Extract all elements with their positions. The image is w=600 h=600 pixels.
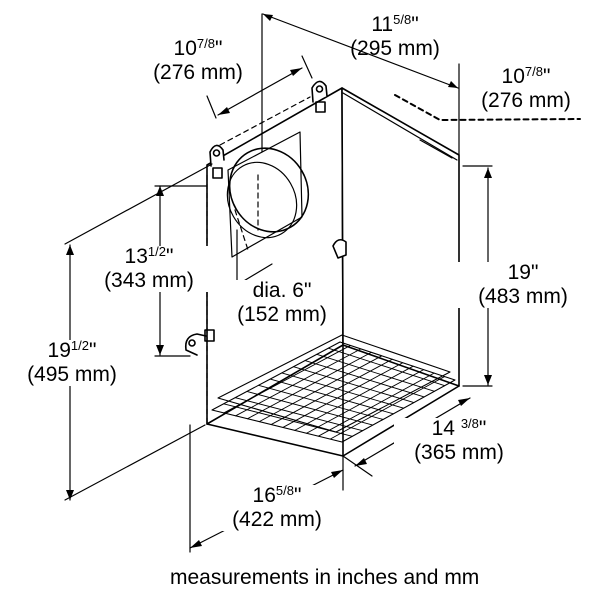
dim-top-left-ext-1 <box>217 67 303 116</box>
grid-wire <box>329 376 445 440</box>
dim-left-total-ext-1 <box>64 163 213 245</box>
dim-top-right-depth-imperial: 107/8" <box>501 64 551 88</box>
grid-wire <box>258 355 383 423</box>
tab-top-middle-hole <box>315 85 324 93</box>
dim-top-left-depth-metric: (276 mm) <box>153 61 243 84</box>
grid-wire <box>269 378 394 415</box>
arrow-13 <box>458 398 470 406</box>
arrow-11 <box>218 107 230 115</box>
side-fold <box>419 139 453 159</box>
dim-label-top-width: 115/8" (295 mm) <box>330 12 460 60</box>
grid-wire <box>304 360 425 398</box>
dim-bottom-right-depth-imperial: 14 3/8" <box>431 416 487 440</box>
dim-top-right-depth-metric: (276 mm) <box>481 89 571 112</box>
tab-left-middle-hole <box>188 339 196 347</box>
dim-right-height-metric: (483 mm) <box>478 285 568 308</box>
arrow-5 <box>156 186 164 196</box>
hidden-duct-line-2 <box>234 209 249 251</box>
dim-left-total-height-imperial: 191/2" <box>47 338 97 362</box>
tab-slot-3 <box>204 329 215 342</box>
grid-wire <box>282 362 404 428</box>
grid-wire <box>235 348 362 417</box>
hidden-right-top <box>394 94 581 121</box>
dim-left-total-ext-2 <box>64 424 206 501</box>
dim-bottom-width-metric: (422 mm) <box>232 508 322 531</box>
dim-top-left-ext-2 <box>206 95 217 119</box>
dim-right-height-imperial: 19" <box>507 261 539 284</box>
tab-slot-1 <box>212 167 223 179</box>
dim-top-width-imperial: 115/8" <box>371 12 419 36</box>
grid-wire <box>246 391 374 426</box>
dim-bottom-right-ext <box>342 455 373 477</box>
grid-wire <box>306 369 425 434</box>
dim-label-left-inner-height: 131/2" (343 mm) <box>84 244 214 292</box>
duct-collar-back <box>226 161 298 239</box>
arrow-9 <box>190 540 202 548</box>
dim-bottom-right-depth-metric: (365 mm) <box>414 441 504 464</box>
dim-top-left-depth-imperial: 107/8" <box>173 36 223 60</box>
dim-top-left-ext-3 <box>301 55 313 79</box>
grid-wire <box>293 366 415 403</box>
wire-grid <box>211 334 456 443</box>
arrow-10 <box>331 470 343 478</box>
arrow-12 <box>290 68 302 76</box>
grid-wire <box>234 397 363 432</box>
top-lip <box>342 92 458 161</box>
grid-wire <box>258 384 384 420</box>
duct-flange <box>227 131 303 258</box>
dim-left-inner-height-metric: (343 mm) <box>104 269 194 292</box>
dim-label-bottom-width: 165/8" (422 mm) <box>212 483 342 531</box>
tab-slot-2 <box>315 101 326 113</box>
grid-wire <box>247 351 372 420</box>
grid-wire <box>327 347 446 387</box>
grid-wire <box>223 403 353 437</box>
dim-duct-diameter-imperial: dia. 6" <box>252 279 312 302</box>
grid-wire <box>316 353 435 392</box>
arrow-1 <box>263 14 273 21</box>
arrow-3 <box>484 168 492 178</box>
side-bracket <box>332 238 347 259</box>
arrow-4 <box>484 375 492 385</box>
grid-wire <box>317 372 435 437</box>
back-panel <box>206 87 344 425</box>
grid-wire <box>270 358 393 425</box>
dim-label-right-height: 19" (483 mm) <box>458 262 588 308</box>
arrow-6 <box>156 345 164 355</box>
dim-duct-diameter-metric: (152 mm) <box>237 303 327 326</box>
tab-left-middle <box>184 333 207 356</box>
duct-collar-front <box>228 147 310 233</box>
dim-label-top-left-depth: 107/8" (276 mm) <box>133 36 263 84</box>
dim-left-inner-height-imperial: 131/2" <box>124 244 174 268</box>
grid-wire <box>294 365 414 431</box>
arrow-14 <box>355 458 367 466</box>
measurement-caption: measurements in inches and mm <box>170 566 480 589</box>
tab-top-left-hole <box>212 149 221 157</box>
dim-left-total-height-metric: (495 mm) <box>27 363 117 386</box>
grid-wire <box>281 372 405 409</box>
dim-top-width-metric: (295 mm) <box>350 37 440 60</box>
arrow-8 <box>66 490 74 500</box>
hidden-top-depth <box>219 96 311 146</box>
dim-label-left-total-height: 191/2" (495 mm) <box>10 338 134 386</box>
arrow-2 <box>448 81 458 88</box>
dim-label-duct-diameter: dia. 6" (152 mm) <box>222 280 342 326</box>
dim-label-top-right-depth: 107/8" (276 mm) <box>460 64 592 112</box>
dim-label-bottom-right-depth: 14 3/8" (365 mm) <box>394 416 524 464</box>
arrow-7 <box>66 245 74 255</box>
grid-wire <box>223 345 351 414</box>
dim-bottom-width-imperial: 165/8" <box>252 483 302 507</box>
dim-top-width <box>262 13 459 89</box>
